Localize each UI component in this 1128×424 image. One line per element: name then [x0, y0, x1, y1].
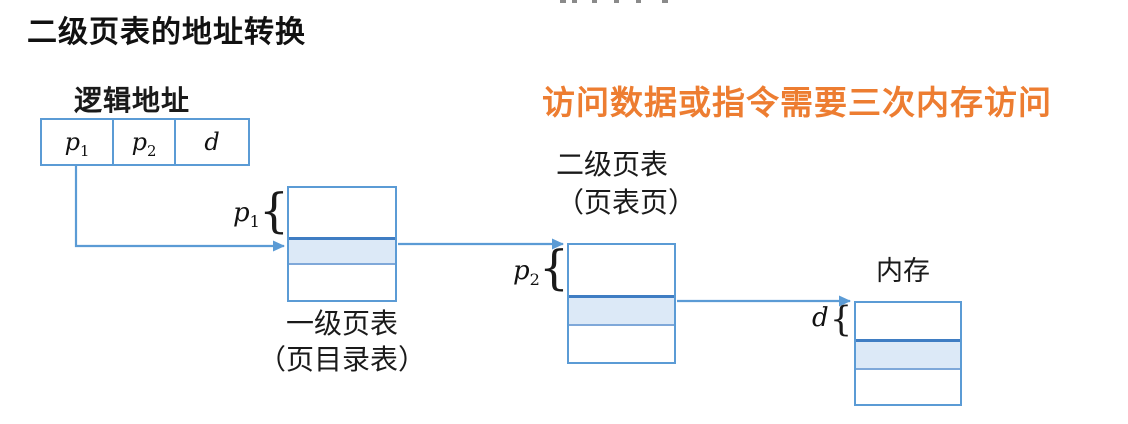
memory-table: [854, 301, 962, 406]
level1-caption-line2: （页目录表）: [257, 344, 426, 375]
p2-index-label: p2: [513, 256, 540, 290]
table-row: [289, 188, 395, 237]
p1-index-label: p1: [233, 198, 260, 232]
logical-address-cell-d: d: [174, 120, 248, 164]
table-row-highlighted: [569, 295, 674, 326]
level2-caption-line2: （页表页）: [556, 187, 697, 218]
cropped-text-fragment: [572, 0, 577, 3]
table-row: [856, 370, 960, 404]
page-title: 二级页表的地址转换: [27, 16, 306, 49]
level2-page-table: [567, 243, 676, 364]
table-row: [289, 265, 395, 300]
level1-table-caption: 一级页表 （页目录表）: [252, 306, 432, 378]
level2-caption-line1: 二级页表: [556, 149, 669, 180]
table-row-highlighted: [856, 339, 960, 370]
level1-page-table: [287, 186, 397, 302]
p1-field-text: p1: [64, 128, 90, 160]
table-row: [569, 326, 674, 362]
logical-address-label: 逻辑地址: [74, 85, 191, 116]
logical-address-cell-p2: p2: [112, 120, 174, 164]
level2-table-caption: 二级页表 （页表页）: [556, 146, 696, 222]
p2-brace-icon: {: [539, 241, 569, 296]
p1-brace-icon: {: [259, 184, 289, 239]
d-index-label: d: [812, 303, 829, 333]
table-row-highlighted: [289, 237, 395, 265]
cropped-text-fragment: [636, 0, 641, 3]
memory-table-caption: 内存: [876, 256, 930, 286]
table-row: [856, 303, 960, 339]
d-field-text: d: [204, 128, 220, 156]
p2-field-text: p2: [131, 128, 157, 160]
level1-caption-line1: 一级页表: [285, 308, 398, 339]
memory-access-note: 访问数据或指令需要三次内存访问: [542, 84, 1052, 121]
logical-address-cell-p1: p1: [42, 120, 112, 164]
logical-address-box: p1 p2 d: [40, 118, 250, 166]
table-row: [569, 245, 674, 295]
d-brace-icon: {: [829, 299, 853, 340]
cropped-text-fragment: [662, 0, 668, 3]
cropped-text-fragment: [560, 0, 566, 3]
cropped-text-fragment: [614, 0, 619, 3]
cropped-text-fragment: [592, 0, 597, 3]
